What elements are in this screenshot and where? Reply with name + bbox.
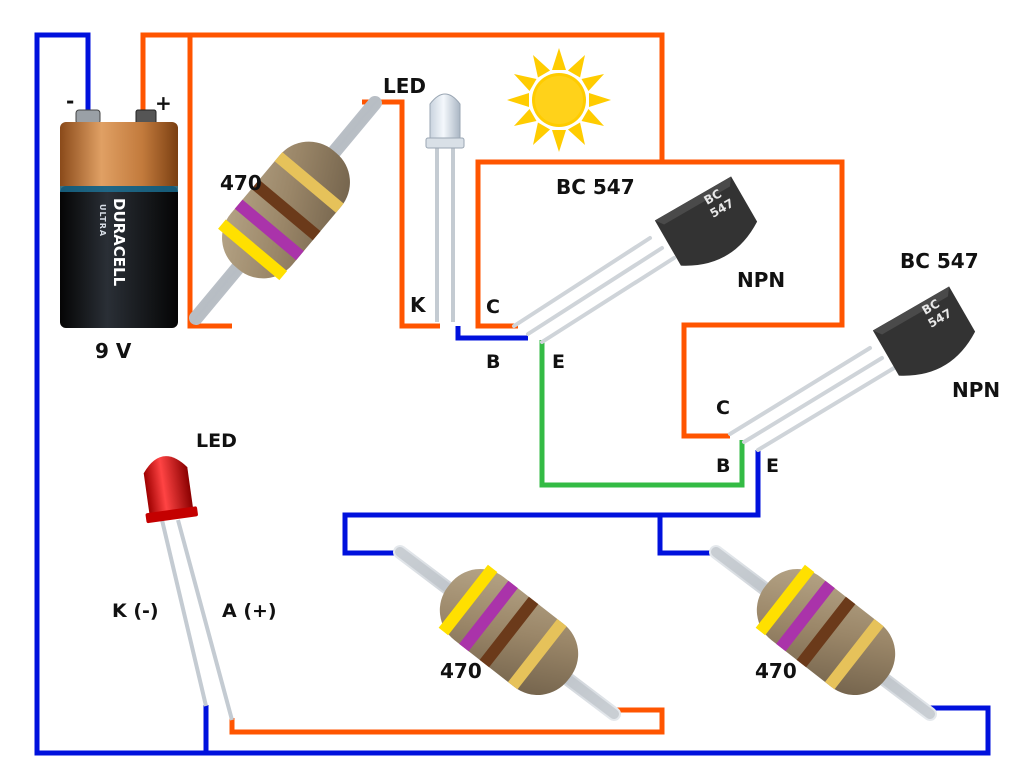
led-red-label: LED <box>196 430 237 452</box>
resistor-top <box>189 96 382 325</box>
wire-collector2 <box>662 159 845 439</box>
battery-voltage-label: 9 V <box>95 339 132 363</box>
resistor-right <box>709 545 937 721</box>
wire-right-resistor-top <box>657 515 718 556</box>
resistor-mid-value: 470 <box>440 659 482 683</box>
transistor-1-part: BC 547 <box>556 175 635 199</box>
transistor-1-pin-e: E <box>552 351 565 373</box>
led-top-k-label: K <box>410 293 427 317</box>
transistor-2: BC 547 <box>728 286 976 452</box>
transistor-2-pin-c: C <box>716 397 730 419</box>
transistor-1-type: NPN <box>737 268 785 292</box>
transistor-2-pin-e: E <box>766 455 779 477</box>
transistor-2-pin-b: B <box>716 455 730 477</box>
led-red <box>143 456 234 721</box>
battery-positive-terminal <box>135 109 157 125</box>
led-clear <box>425 93 465 322</box>
transistor-1-pin-c: C <box>486 296 500 318</box>
battery-9v: DURACELL ULTRA <box>60 109 178 328</box>
wires <box>34 32 991 756</box>
battery-brand: DURACELL <box>110 198 128 287</box>
wire-emitter1-base2 <box>539 340 745 488</box>
transistor-2-type: NPN <box>952 378 1000 402</box>
battery-sub: ULTRA <box>98 204 107 237</box>
resistor-top-value: 470 <box>220 171 262 195</box>
battery-minus-label: - <box>66 89 74 113</box>
wire-battery-negative <box>34 32 991 756</box>
wire-led-red-anode <box>229 707 665 735</box>
transistor-1-pin-b: B <box>486 351 500 373</box>
wire-top-resistor-led <box>362 99 440 329</box>
sun-icon <box>507 48 611 152</box>
led-red-a-label: A (+) <box>222 600 277 622</box>
wire-emitter2-resistors <box>342 450 761 556</box>
resistor-right-value: 470 <box>755 659 797 683</box>
battery-plus-label: + <box>155 91 172 115</box>
resistor-mid <box>393 545 621 721</box>
led-red-k-label: K (-) <box>112 600 159 622</box>
wire-top-resistor-left <box>187 35 232 329</box>
battery-negative-terminal <box>75 109 101 125</box>
transistor-1: BC 547 <box>512 176 758 344</box>
wire-base1 <box>455 326 528 341</box>
transistor-2-part: BC 547 <box>900 249 979 273</box>
led-top-label: LED <box>383 74 426 98</box>
